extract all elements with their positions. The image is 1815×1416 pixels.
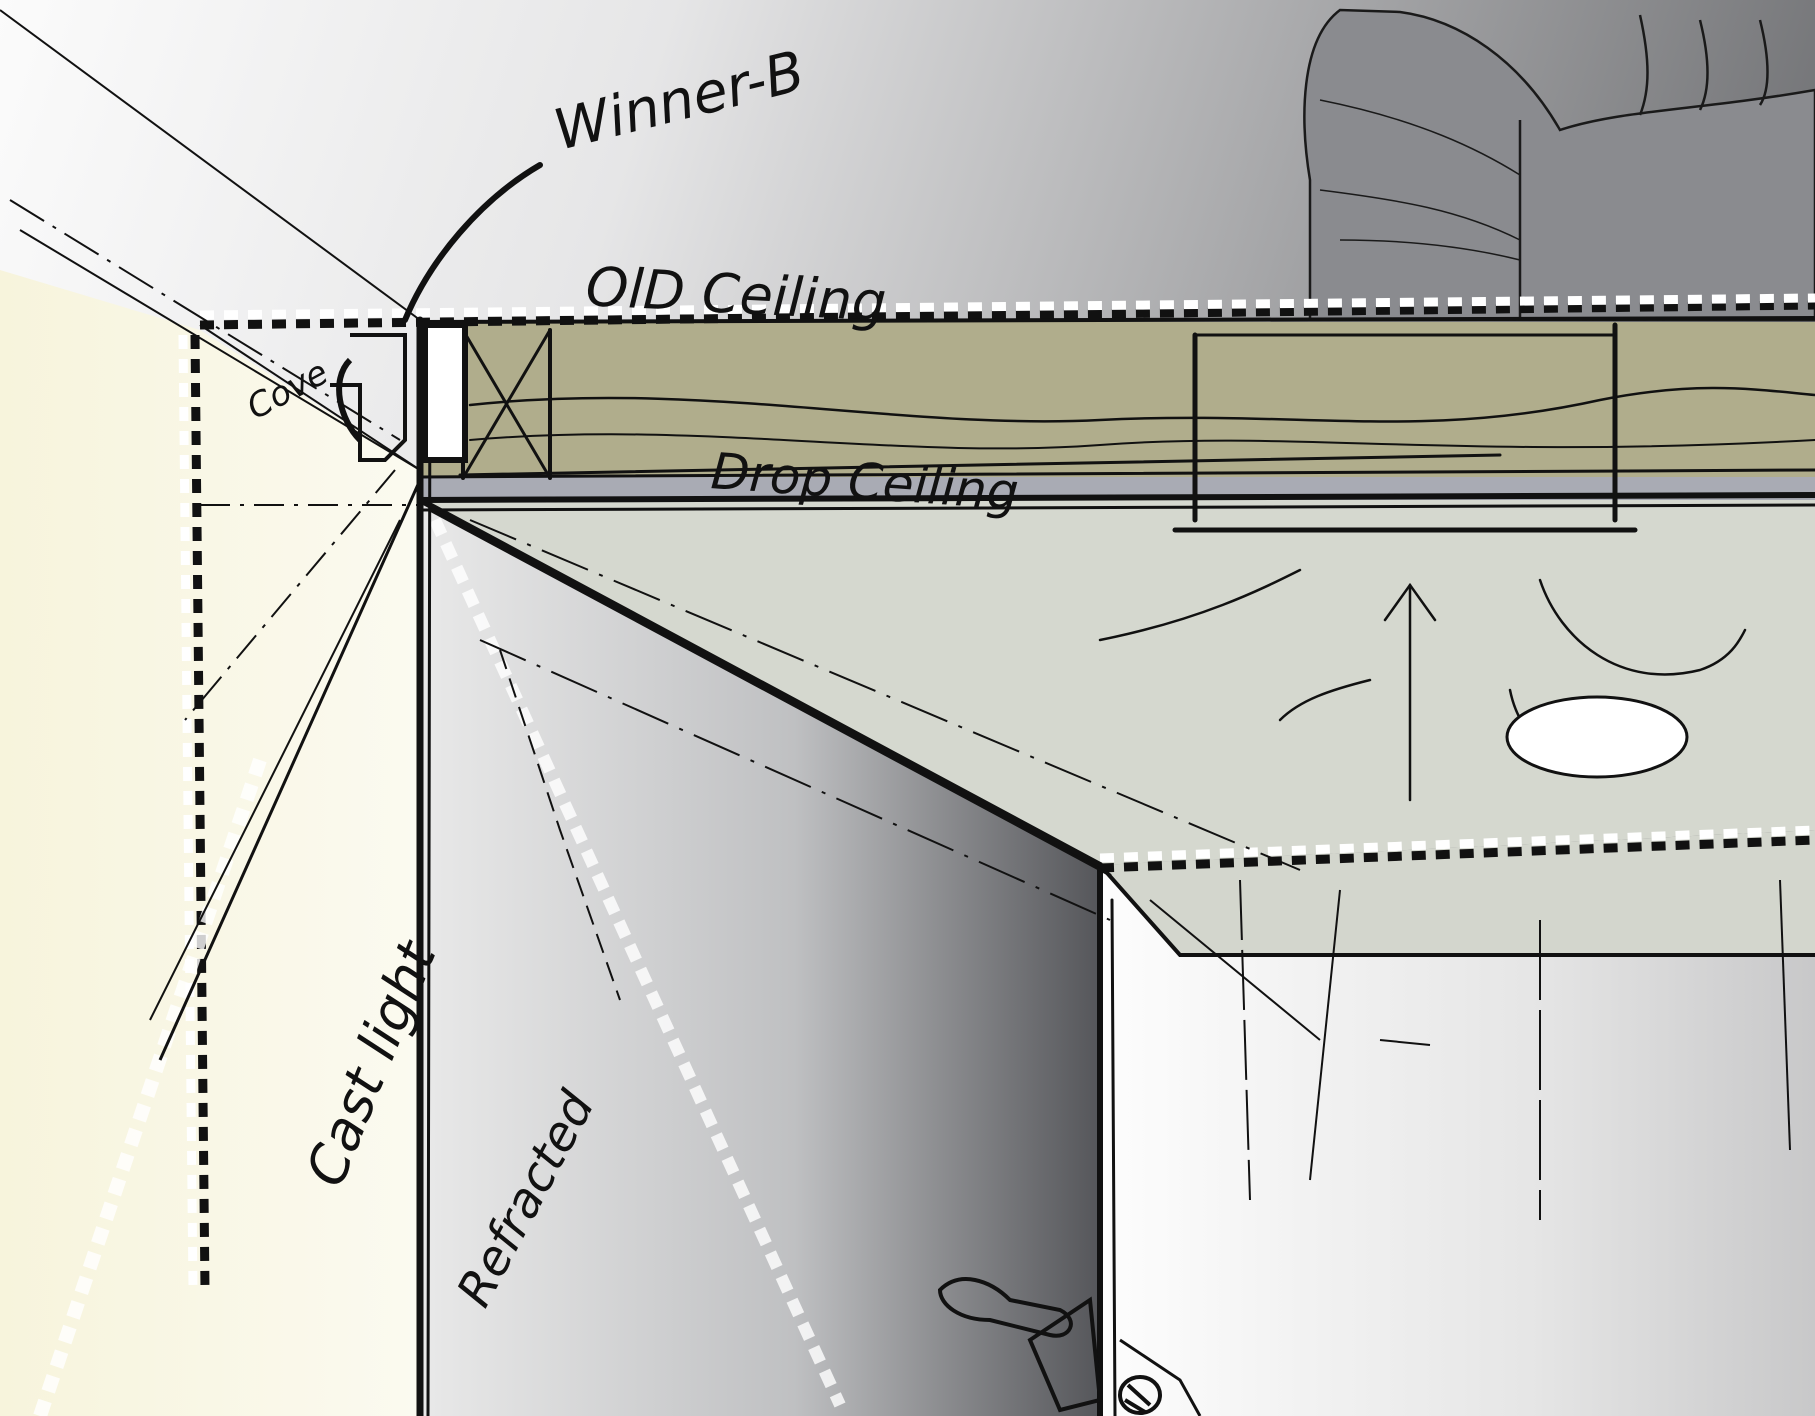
leader-line xyxy=(402,162,543,323)
duct-sketch xyxy=(1303,8,1815,322)
wall-face xyxy=(420,500,1100,1416)
light-glow-area xyxy=(0,270,420,1416)
lower-right-area xyxy=(1100,865,1815,1416)
ceiling-plane xyxy=(420,500,1815,865)
label-old-ceiling: OlD Ceiling xyxy=(584,255,888,334)
recessed-light-fixture xyxy=(1505,695,1689,779)
construction-lines xyxy=(0,9,1791,1220)
cove-light-fixture xyxy=(330,322,468,463)
ink-lines xyxy=(416,316,1815,1416)
floor-fixtures xyxy=(937,1277,1202,1416)
